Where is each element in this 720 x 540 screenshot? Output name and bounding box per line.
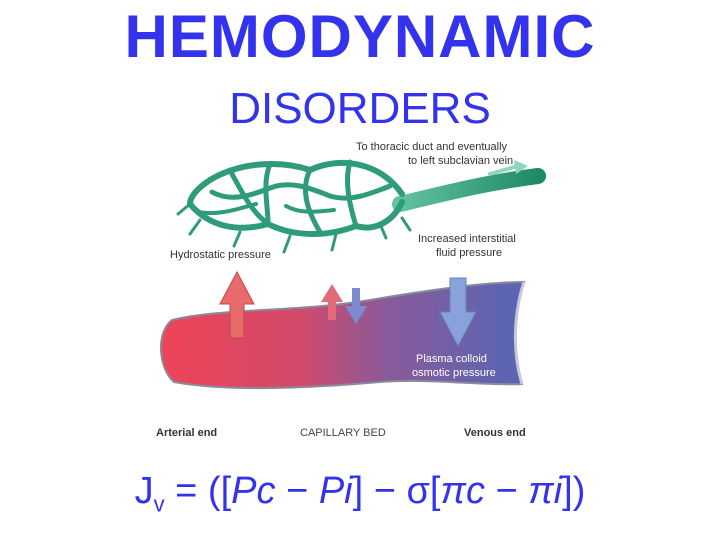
label-thoracic-line2: to left subclavian vein <box>408 155 513 167</box>
formula-Pi: Pi <box>318 470 353 512</box>
capillary-vessel <box>159 280 526 390</box>
lymphatic-network <box>176 159 546 254</box>
label-thoracic-line1: To thoracic duct and eventually <box>356 141 508 153</box>
formula-J: J <box>134 470 154 512</box>
label-interstitial-line1: Increased interstitial <box>418 233 516 245</box>
formula-Pc: Pc <box>231 470 276 512</box>
label-hydrostatic: Hydrostatic pressure <box>170 249 271 261</box>
oncotic-arrow-large <box>439 277 477 348</box>
hydrostatic-arrow-large <box>219 270 255 339</box>
hydrostatic-arrow-small <box>321 284 343 320</box>
label-arterial-end: Arterial end <box>156 427 217 439</box>
oncotic-arrow-small <box>345 288 367 324</box>
capillary-lymph-diagram: To thoracic duct and eventually to left … <box>156 141 546 439</box>
formula-eq-open: = ([ <box>164 470 232 512</box>
formula-minus1: − <box>275 470 319 512</box>
formula-pii: πi <box>528 470 563 512</box>
label-venous-end: Venous end <box>464 427 526 439</box>
formula-close: ]) <box>562 470 586 512</box>
label-plasma-line2: osmotic pressure <box>412 367 496 379</box>
formula-pic: πc <box>440 470 485 512</box>
title-hemodynamic: HEMODYNAMIC <box>124 3 596 70</box>
starling-equation: Jv = ([Pc − Pi] − σ[πc − πi]) <box>0 470 720 518</box>
formula-v: v <box>153 491 165 517</box>
label-capillary-bed: CAPILLARY BED <box>300 427 386 439</box>
label-interstitial-line2: fluid pressure <box>436 247 502 259</box>
label-plasma-line1: Plasma colloid <box>416 353 487 365</box>
title-disorders: DISORDERS <box>229 84 491 133</box>
formula-mid: ] − σ[ <box>352 470 441 512</box>
formula-minus2: − <box>484 470 529 512</box>
